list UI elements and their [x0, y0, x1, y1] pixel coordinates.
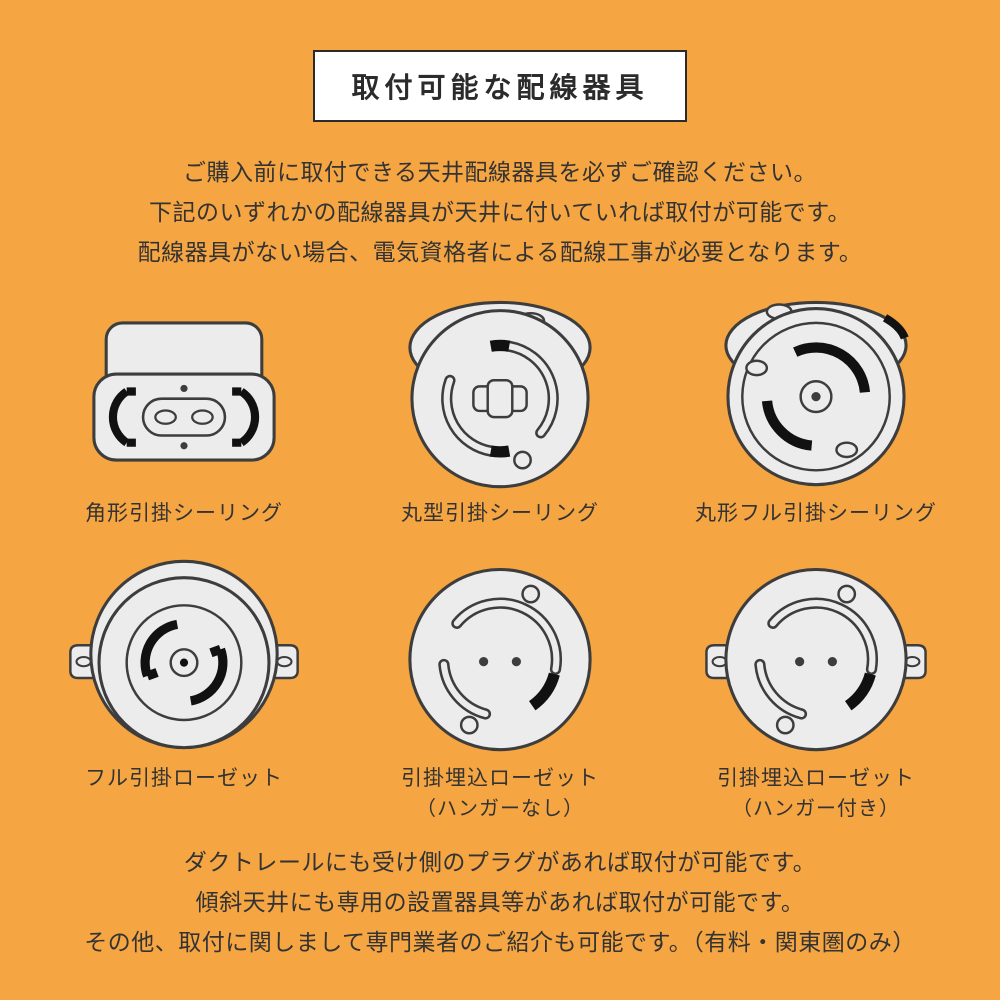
- round-full-hook-ceiling-icon: [724, 300, 909, 487]
- round-hook-ceiling-icon: [408, 300, 592, 489]
- footer-line: ダクトレールにも受け側のプラグがあれば取付が可能です。: [183, 849, 817, 875]
- fixture-sublabel: （ハンガー付き）: [732, 798, 900, 820]
- fixture-label: 丸形フル引掛シーリング: [695, 502, 937, 525]
- intro-line: 下記のいずれかの配線器具が天井に付いていれば取付が可能です。: [148, 199, 851, 225]
- fixture-sublabel: （ハンガーなし）: [416, 798, 584, 820]
- fixture-card-recessed-rosette-hanger: 引掛埋込ローゼット （ハンガー付き）: [693, 549, 939, 824]
- footer-line: その他、取付に関しまして専門業者のご紹介も可能です。（有料・関東圏のみ）: [84, 929, 916, 955]
- fixture-card-round-hook-ceiling: 丸型引掛シーリング: [377, 284, 623, 529]
- recessed-rosette-icon: [408, 567, 592, 752]
- fixture-label: 引掛埋込ローゼット: [401, 767, 599, 790]
- fixture-card-recessed-rosette: 引掛埋込ローゼット （ハンガーなし）: [377, 549, 623, 824]
- footer-line: 傾斜天井にも専用の設置器具等があれば取付が可能です。: [195, 889, 805, 915]
- fixture-label: フル引掛ローゼット: [85, 767, 283, 790]
- fixture-card-square-hook-ceiling: 角形引掛シーリング: [61, 284, 307, 529]
- fixture-card-full-hook-rosette: フル引掛ローゼット: [61, 549, 307, 824]
- page-title: 取付可能な配線器具: [313, 50, 687, 122]
- fixture-card-round-full-hook-ceiling: 丸形フル引掛シーリング: [693, 284, 939, 529]
- intro-text: ご購入前に取付できる天井配線器具を必ずご確認ください。 下記のいずれかの配線器具…: [138, 152, 863, 272]
- intro-line: 配線器具がない場合、電気資格者による配線工事が必要となります。: [137, 239, 863, 265]
- intro-line: ご購入前に取付できる天井配線器具を必ずご確認ください。: [182, 159, 818, 185]
- footer-text: ダクトレールにも受け側のプラグがあれば取付が可能です。 傾斜天井にも専用の設置器…: [84, 842, 916, 962]
- fixture-label: 角形引掛シーリング: [85, 502, 283, 525]
- recessed-rosette-hanger-icon: [705, 567, 927, 752]
- fixture-label: 丸型引掛シーリング: [401, 502, 599, 525]
- fixture-grid: 角形引掛シーリング 丸型引掛シーリング: [26, 284, 974, 824]
- full-hook-rosette-icon: [69, 559, 299, 750]
- fixture-label: 引掛埋込ローゼット: [717, 767, 915, 790]
- square-hook-ceiling-icon: [92, 321, 276, 462]
